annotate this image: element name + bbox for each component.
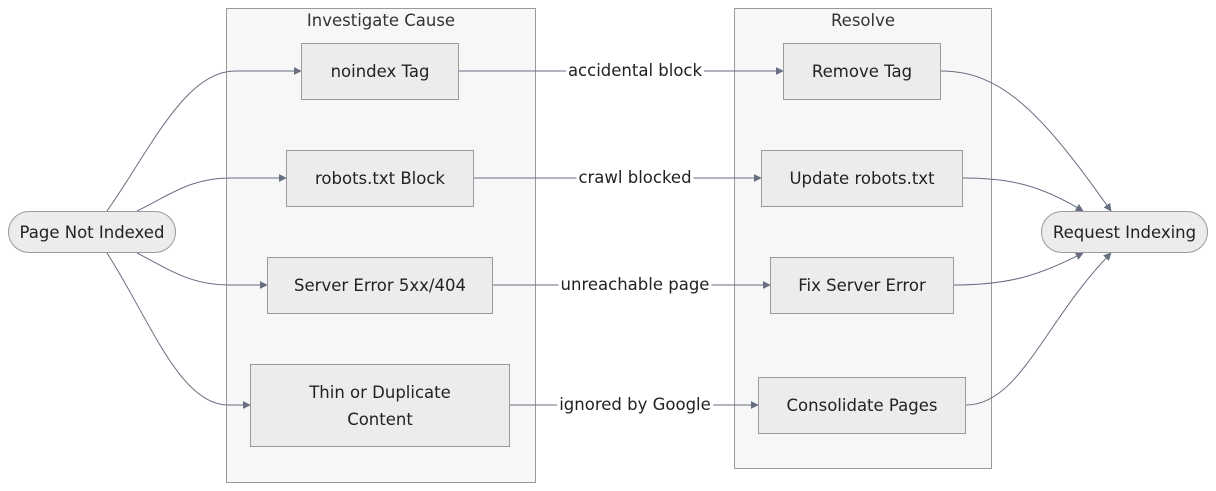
node-thin-or-duplicate-content: Thin or Duplicate Content — [250, 364, 510, 447]
node-label-thin-line2: Content — [347, 409, 413, 429]
edge-start-to-thin — [106, 252, 251, 409]
node-fix-server-error: Fix Server Error — [770, 257, 954, 314]
edge-remove-to-request — [940, 70, 1112, 212]
edge-label-ignored-by-google: ignored by Google — [557, 395, 713, 415]
node-label-request-indexing: Request Indexing — [1052, 222, 1197, 242]
node-robots-txt-block: robots.txt Block — [286, 150, 474, 207]
edge-label-unreachable-page: unreachable page — [558, 275, 712, 295]
cluster-title-investigate-cause: Investigate Cause — [306, 11, 456, 30]
node-update-robots-txt: Update robots.txt — [761, 150, 963, 207]
node-label-update-robots-txt: Update robots.txt — [789, 169, 935, 188]
edge-fix-to-request — [953, 252, 1084, 286]
node-label-remove-tag: Remove Tag — [811, 62, 913, 81]
edge-start-to-noindex — [106, 67, 302, 212]
node-label-fix-server-error: Fix Server Error — [798, 276, 926, 295]
edge-label-crawl-blocked: crawl blocked — [576, 168, 694, 188]
node-label-robots-txt-block: robots.txt Block — [315, 169, 445, 188]
node-server-error: Server Error 5xx/404 — [267, 257, 493, 314]
node-page-not-indexed: Page Not Indexed — [8, 211, 176, 253]
edge-label-accidental-block: accidental block — [565, 61, 705, 81]
node-request-indexing: Request Indexing — [1041, 211, 1208, 253]
node-label-server-error: Server Error 5xx/404 — [294, 276, 466, 295]
node-remove-tag: Remove Tag — [783, 43, 941, 100]
edge-start-to-robots — [136, 174, 287, 212]
node-label-consolidate-pages: Consolidate Pages — [786, 396, 938, 415]
node-consolidate-pages: Consolidate Pages — [758, 377, 966, 434]
cluster-title-resolve: Resolve — [830, 11, 896, 30]
node-label-page-not-indexed: Page Not Indexed — [19, 222, 165, 242]
edge-update-to-request — [962, 177, 1084, 212]
node-noindex-tag: noindex Tag — [301, 43, 459, 100]
node-label-noindex-tag: noindex Tag — [330, 62, 430, 81]
edge-start-to-server — [136, 252, 268, 289]
node-label-thin-line1: Thin or Duplicate — [309, 382, 451, 402]
edge-consolidate-to-request — [965, 252, 1112, 406]
